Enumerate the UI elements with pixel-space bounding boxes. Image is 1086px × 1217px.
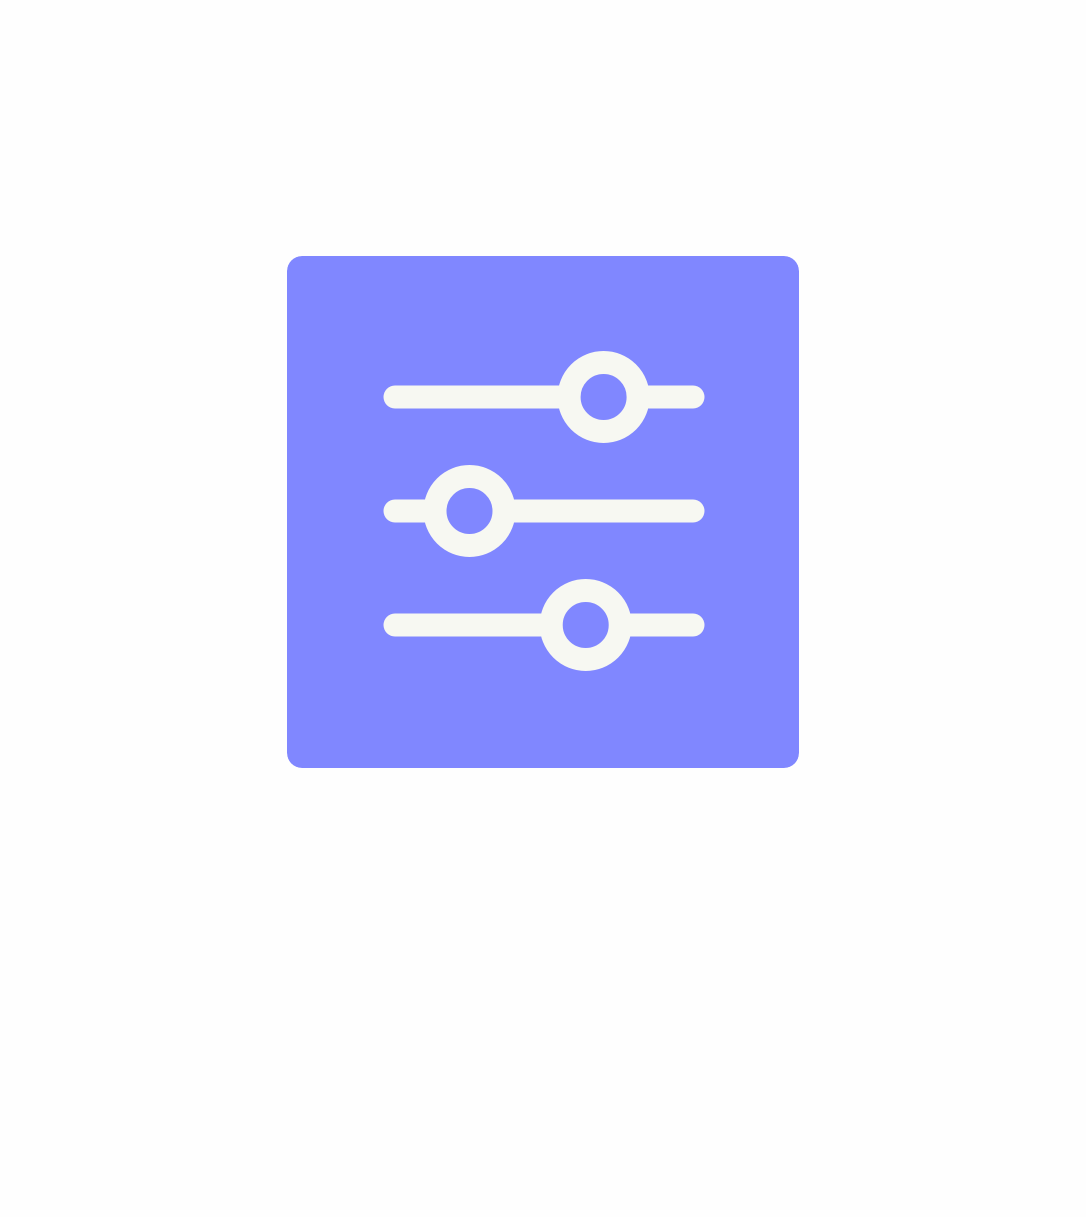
sliders-icon-graphic [287,256,799,768]
slider-1-knob [557,351,650,443]
slider-3-knob [539,579,632,671]
slider-2-knob [423,465,516,557]
sliders-icon[interactable] [287,256,799,768]
